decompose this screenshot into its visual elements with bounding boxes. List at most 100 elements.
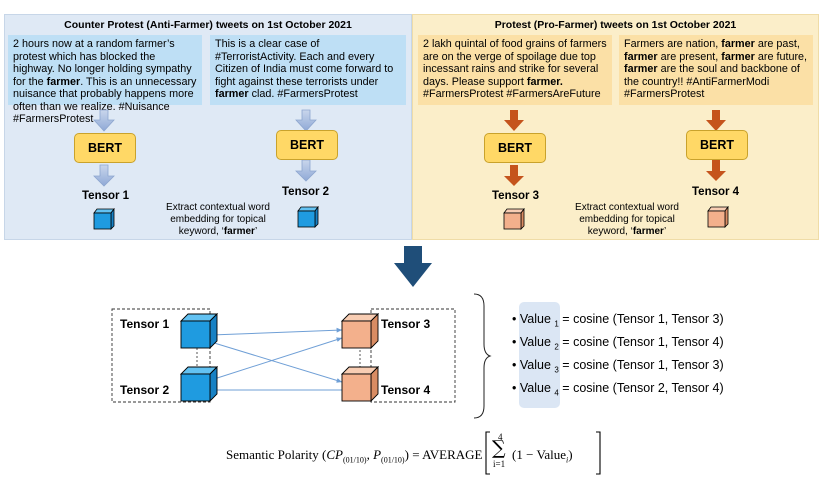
left-note-line-1: Extract contextual word xyxy=(166,202,270,213)
tweet-4-text-2: are past, xyxy=(754,38,800,50)
value-index-1: 1 xyxy=(554,319,559,329)
diagram-cube-tensor-1 xyxy=(179,312,219,350)
diagram-tensor-2-label: Tensor 2 xyxy=(120,383,170,397)
value-label-1: Value xyxy=(519,312,555,326)
tweet-3-text: 2 lakh quintal of food grains of farmers… xyxy=(423,38,607,88)
tweet-4-text-1: Farmers are nation, xyxy=(624,38,722,50)
tensor-3-label: Tensor 3 xyxy=(492,190,540,202)
arrow-tweet2-to-bert xyxy=(295,109,317,132)
sigma-icon: ∑ xyxy=(492,437,506,459)
tweet-3: 2 lakh quintal of food grains of farmers… xyxy=(418,35,612,105)
formula-average: AVERAGE xyxy=(422,447,483,462)
tensor-2-label: Tensor 2 xyxy=(282,186,330,198)
arrow-t2-t3 xyxy=(210,337,343,381)
tweet-4: Farmers are nation, farmer are past, far… xyxy=(619,35,813,105)
sum-term-close: ) xyxy=(568,447,573,462)
curly-brace xyxy=(473,293,492,419)
left-note-line-3-end: ’ xyxy=(254,226,258,237)
diagram-cube-tensor-4 xyxy=(340,365,380,403)
value-index-2: 2 xyxy=(554,342,559,352)
sum-term-value: Value xyxy=(536,447,567,462)
diagram-tensor-3-label: Tensor 3 xyxy=(381,317,431,331)
cosine-expr-4: = cosine (Tensor 2, Tensor 4) xyxy=(558,381,724,395)
tensor-1-label: Tensor 1 xyxy=(82,190,130,202)
bert-box-1: BERT xyxy=(74,133,136,163)
pro-farmer-panel-title: Protest (Pro-Farmer) tweets on 1st Octob… xyxy=(494,19,737,31)
tensor-4-label: Tensor 4 xyxy=(692,186,740,198)
formula-p-sub: (01/10) xyxy=(381,455,405,465)
arrow-t1-t4 xyxy=(210,341,343,383)
comparison-diagram xyxy=(111,308,456,403)
value-index-4: 4 xyxy=(554,388,559,398)
tweet-1: 2 hours now at a random farmer’s protest… xyxy=(8,35,202,125)
tweet-3-text-rest: #FarmersProtest #FarmersAreFuture xyxy=(423,88,601,100)
tweet-1-text: 2 hours now at a random farmer’s protest… xyxy=(13,38,192,88)
value-label-4: Value xyxy=(519,381,555,395)
arrow-bert4-to-tensor4 xyxy=(706,160,726,181)
right-note-line-2: embedding for topical xyxy=(579,214,675,225)
arrow-tweet4-to-bert xyxy=(706,110,726,131)
bert-box-2: BERT xyxy=(276,130,338,160)
cosine-expr-1: = cosine (Tensor 1, Tensor 3) xyxy=(558,312,724,326)
formula-cp-sub: (01/10) xyxy=(343,455,367,465)
sum-term-open: (1 − xyxy=(512,447,537,462)
left-dashed-box xyxy=(111,308,211,403)
diagram-tensor-4-label: Tensor 4 xyxy=(381,383,431,397)
tweet-2-text-rest: clad. #FarmersProtest xyxy=(248,88,358,100)
cosine-row-1: • Value 1 = cosine (Tensor 1, Tensor 3) xyxy=(512,312,724,329)
formula-comma: , xyxy=(366,447,374,462)
tweet-2: This is a clear case of #TerroristActivi… xyxy=(210,35,406,105)
left-note-keyword: farmer xyxy=(223,226,255,237)
tensor-1-cube xyxy=(93,208,115,230)
cosine-expr-2: = cosine (Tensor 1, Tensor 4) xyxy=(558,335,724,349)
arrow-t1-t3 xyxy=(210,327,343,336)
formula-args-close: ) xyxy=(404,447,409,462)
tweet-4-keyword-2: farmer xyxy=(624,50,658,63)
formula-brackets xyxy=(485,431,601,475)
cosine-row-4: • Value 4 = cosine (Tensor 2, Tensor 4) xyxy=(512,381,724,398)
arrow-tweet1-to-bert xyxy=(93,109,115,132)
cosine-expr-3: = cosine (Tensor 1, Tensor 3) xyxy=(558,358,724,372)
right-note-keyword: farmer xyxy=(632,226,664,237)
bullet-2: • xyxy=(512,335,520,349)
diagram-tensor-1-label: Tensor 1 xyxy=(120,317,170,331)
sum-lower-limit: i=1 xyxy=(493,459,506,469)
formula-p: P xyxy=(373,447,382,462)
tweet-4-keyword-1: farmer xyxy=(721,38,755,50)
formula-equals: = xyxy=(408,447,423,462)
right-extract-note: Extract contextual word embedding for to… xyxy=(563,202,691,238)
value-label-3: Value xyxy=(519,358,555,372)
diagram-cube-tensor-3 xyxy=(340,312,380,350)
formula-cp: CP xyxy=(326,447,344,462)
cosine-row-3: • Value 3 = cosine (Tensor 1, Tensor 3) xyxy=(512,358,724,375)
value-label-2: Value xyxy=(519,335,555,349)
left-note-line-2: embedding for topical xyxy=(170,214,266,225)
big-down-arrow xyxy=(394,246,432,287)
tweet-2-text: This is a clear case of #TerroristActivi… xyxy=(215,38,394,88)
cosine-row-2: • Value 2 = cosine (Tensor 1, Tensor 4) xyxy=(512,335,724,352)
right-note-line-1: Extract contextual word xyxy=(575,202,679,213)
tweet-4-text-5: are the soul and backbone of the country… xyxy=(624,63,800,100)
bullet-3: • xyxy=(512,358,520,372)
arrow-bert3-to-tensor3 xyxy=(504,165,524,186)
tweet-4-text-3: are present, xyxy=(657,50,722,63)
tensor-2-cube xyxy=(297,206,319,228)
value-highlight xyxy=(519,302,560,408)
tweet-2-keyword: farmer xyxy=(215,88,249,100)
tweet-1-keyword: farmer xyxy=(46,75,81,88)
arrow-bert1-to-tensor1 xyxy=(93,164,115,187)
sum-term: (1 − Valuei) xyxy=(512,447,573,465)
left-note-line-3: keyword, ‘ xyxy=(178,226,224,237)
tensor-4-cube xyxy=(707,206,729,228)
tweet-4-keyword-3: farmer xyxy=(721,50,755,63)
anti-farmer-panel-title: Counter Protest (Anti-Farmer) tweets on … xyxy=(64,19,352,31)
formula-args-open: ( xyxy=(322,447,327,462)
panel-arrows xyxy=(93,109,726,187)
arrow-bert2-to-tensor2 xyxy=(295,159,317,182)
right-note-line-3: keyword, ‘ xyxy=(587,226,633,237)
bullet-4: • xyxy=(512,381,520,395)
tweet-1-text-rest: . This is an unnecessary nuisance that p… xyxy=(13,75,197,126)
arrow-tweet3-to-bert xyxy=(504,110,524,131)
diagram-cube-tensor-2 xyxy=(179,365,219,403)
tweet-4-keyword-4: farmer xyxy=(624,63,658,75)
